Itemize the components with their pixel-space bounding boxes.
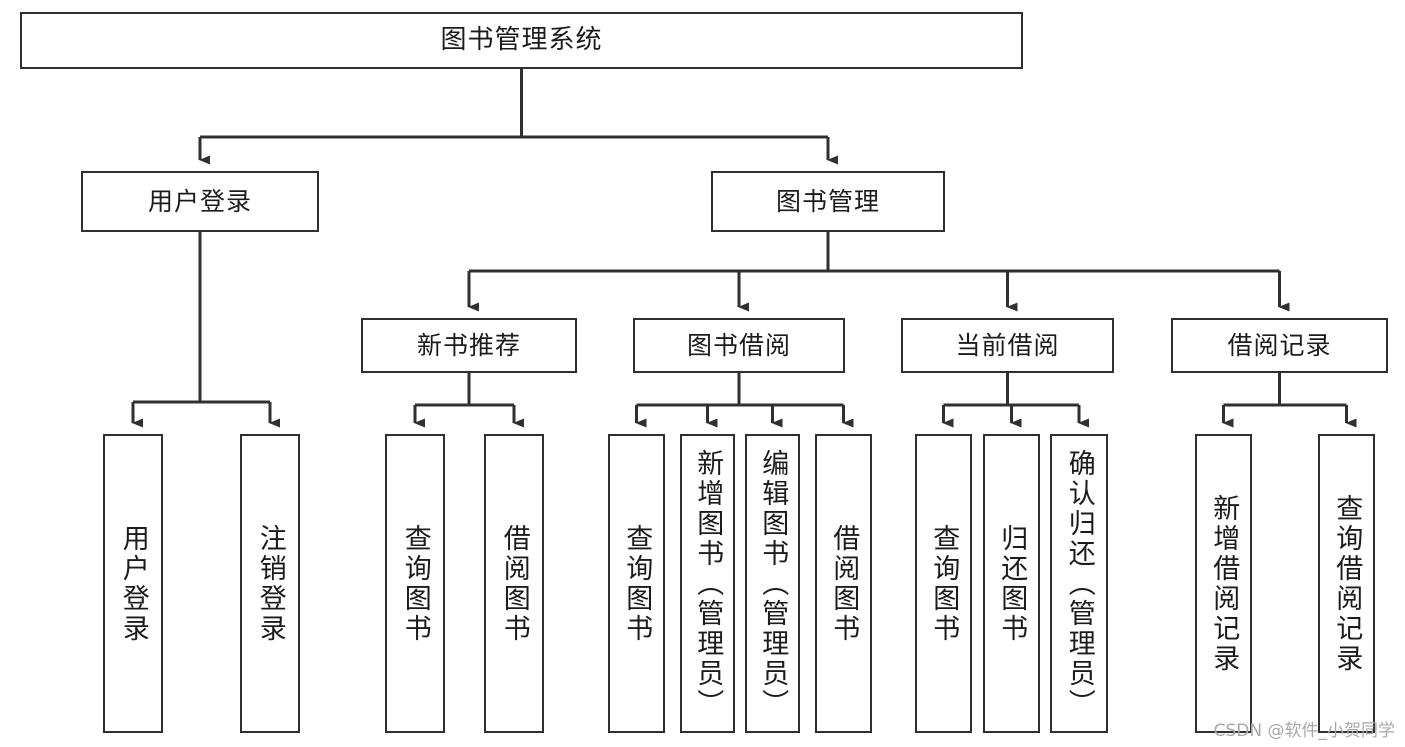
- node-l3-cu-query[interactable]: 查询图书: [915, 434, 972, 733]
- node-l3-nr-borrow[interactable]: 借阅图书: [484, 434, 544, 733]
- node-label: 图书管理: [775, 186, 880, 216]
- node-label: 查询图书: [621, 523, 653, 644]
- node-label: 借阅图书: [828, 523, 860, 644]
- node-label: 借阅图书: [498, 523, 530, 644]
- node-label: 借阅记录: [1227, 330, 1332, 360]
- node-l1-bookmgr[interactable]: 图书管理: [711, 171, 945, 232]
- node-label: 编辑图书（管理员）: [757, 448, 789, 719]
- node-label: 用户登录: [147, 186, 252, 216]
- node-l3-userlogin[interactable]: 用户登录: [103, 434, 163, 733]
- node-l3-cu-confirm[interactable]: 确认归还（管理员）: [1050, 434, 1108, 733]
- node-l3-logout[interactable]: 注销登录: [240, 434, 300, 733]
- node-label: 当前借阅: [955, 330, 1060, 360]
- node-l3-hi-query[interactable]: 查询借阅记录: [1318, 434, 1375, 733]
- node-label: 查询图书: [928, 523, 960, 644]
- node-label: 新增借阅记录: [1208, 493, 1240, 674]
- node-l3-hi-add[interactable]: 新增借阅记录: [1195, 434, 1252, 733]
- node-l2-borrow[interactable]: 图书借阅: [633, 318, 845, 373]
- node-label: 确认归还（管理员）: [1063, 448, 1095, 719]
- node-l3-nr-query[interactable]: 查询图书: [385, 434, 445, 733]
- node-l2-history[interactable]: 借阅记录: [1171, 318, 1388, 373]
- node-label: 归还图书: [996, 523, 1028, 644]
- node-l3-bo-edit[interactable]: 编辑图书（管理员）: [745, 434, 800, 733]
- node-l2-newrec[interactable]: 新书推荐: [361, 318, 577, 373]
- node-label: 新增图书（管理员）: [692, 448, 724, 719]
- node-root[interactable]: 图书管理系统: [20, 12, 1023, 69]
- node-label: 查询借阅记录: [1331, 493, 1363, 674]
- node-l3-bo-add[interactable]: 新增图书（管理员）: [680, 434, 735, 733]
- node-l2-current[interactable]: 当前借阅: [901, 318, 1114, 373]
- node-l3-bo-lend[interactable]: 借阅图书: [815, 434, 872, 733]
- node-l3-cu-return[interactable]: 归还图书: [983, 434, 1040, 733]
- node-label: 图书管理系统: [440, 25, 603, 56]
- node-label: 注销登录: [254, 523, 286, 644]
- node-label: 新书推荐: [416, 330, 521, 360]
- node-l1-login[interactable]: 用户登录: [81, 171, 319, 232]
- node-l3-bo-query[interactable]: 查询图书: [608, 434, 665, 733]
- node-label: 用户登录: [117, 523, 149, 644]
- edge-paths: [131, 69, 1357, 428]
- node-label: 查询图书: [399, 523, 431, 644]
- node-label: 图书借阅: [686, 330, 791, 360]
